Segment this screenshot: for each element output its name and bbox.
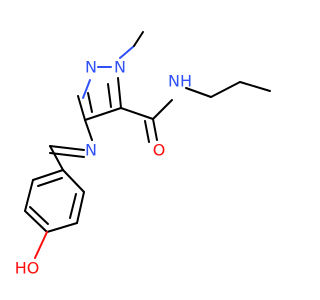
bond-nh-c1 bbox=[185, 87, 212, 98]
bond-c5-carbonyl bbox=[120, 107, 154, 120]
bond-c4-nimine bbox=[84, 119, 93, 141]
bond-ar3-ar4 bbox=[46, 222, 78, 233]
benzene-ring bbox=[24, 169, 85, 233]
bond-c3-c4 bbox=[77, 95, 86, 121]
bond-carbonyl-nh bbox=[152, 99, 173, 120]
atom-hydroxyl: HO bbox=[15, 259, 40, 278]
bond-ar4-o bbox=[34, 231, 48, 259]
bond-ch-ring bbox=[49, 145, 64, 171]
bond-c5-double bbox=[107, 83, 112, 108]
bond-nimine-ch-double bbox=[49, 152, 85, 158]
atom-n1: N bbox=[85, 58, 97, 77]
bond-n2-methyl bbox=[119, 45, 135, 59]
bond-ar2-ar3 bbox=[76, 191, 85, 224]
bond-ar4-ar5-double bbox=[29, 206, 49, 225]
atom-nh-amide: NH bbox=[168, 72, 192, 91]
bond-nimine-ch bbox=[49, 145, 85, 151]
bond-ar5-ar6 bbox=[24, 179, 34, 212]
bond-ar1-ar2 bbox=[62, 169, 85, 193]
bond-propyl-c1-c2 bbox=[210, 81, 241, 98]
atom-n2: N bbox=[114, 58, 126, 77]
atom-n-imine: N bbox=[85, 141, 97, 160]
atom-o-carbonyl: O bbox=[153, 141, 166, 160]
bond-c4-c5 bbox=[84, 107, 122, 121]
bond-ar4-ar5 bbox=[24, 210, 48, 233]
bond-ar6-ar1 bbox=[32, 169, 64, 181]
bond-ar6-ar1-double bbox=[37, 177, 63, 187]
bond-carbonyl-co bbox=[152, 118, 158, 141]
bond-c5-n2 bbox=[117, 77, 122, 109]
pyrazole-ring bbox=[77, 66, 122, 121]
bond-carbonyl-co-double bbox=[144, 120, 150, 143]
bond-propyl-c2-c3 bbox=[239, 81, 271, 92]
bond-n1-c3 bbox=[82, 79, 91, 99]
bond-ar2-ar3-double bbox=[69, 193, 77, 219]
bond-c3-c4-double bbox=[87, 92, 93, 113]
molecule-structure: N N N NH O HO bbox=[15, 31, 271, 278]
bond-methyl bbox=[133, 31, 144, 47]
